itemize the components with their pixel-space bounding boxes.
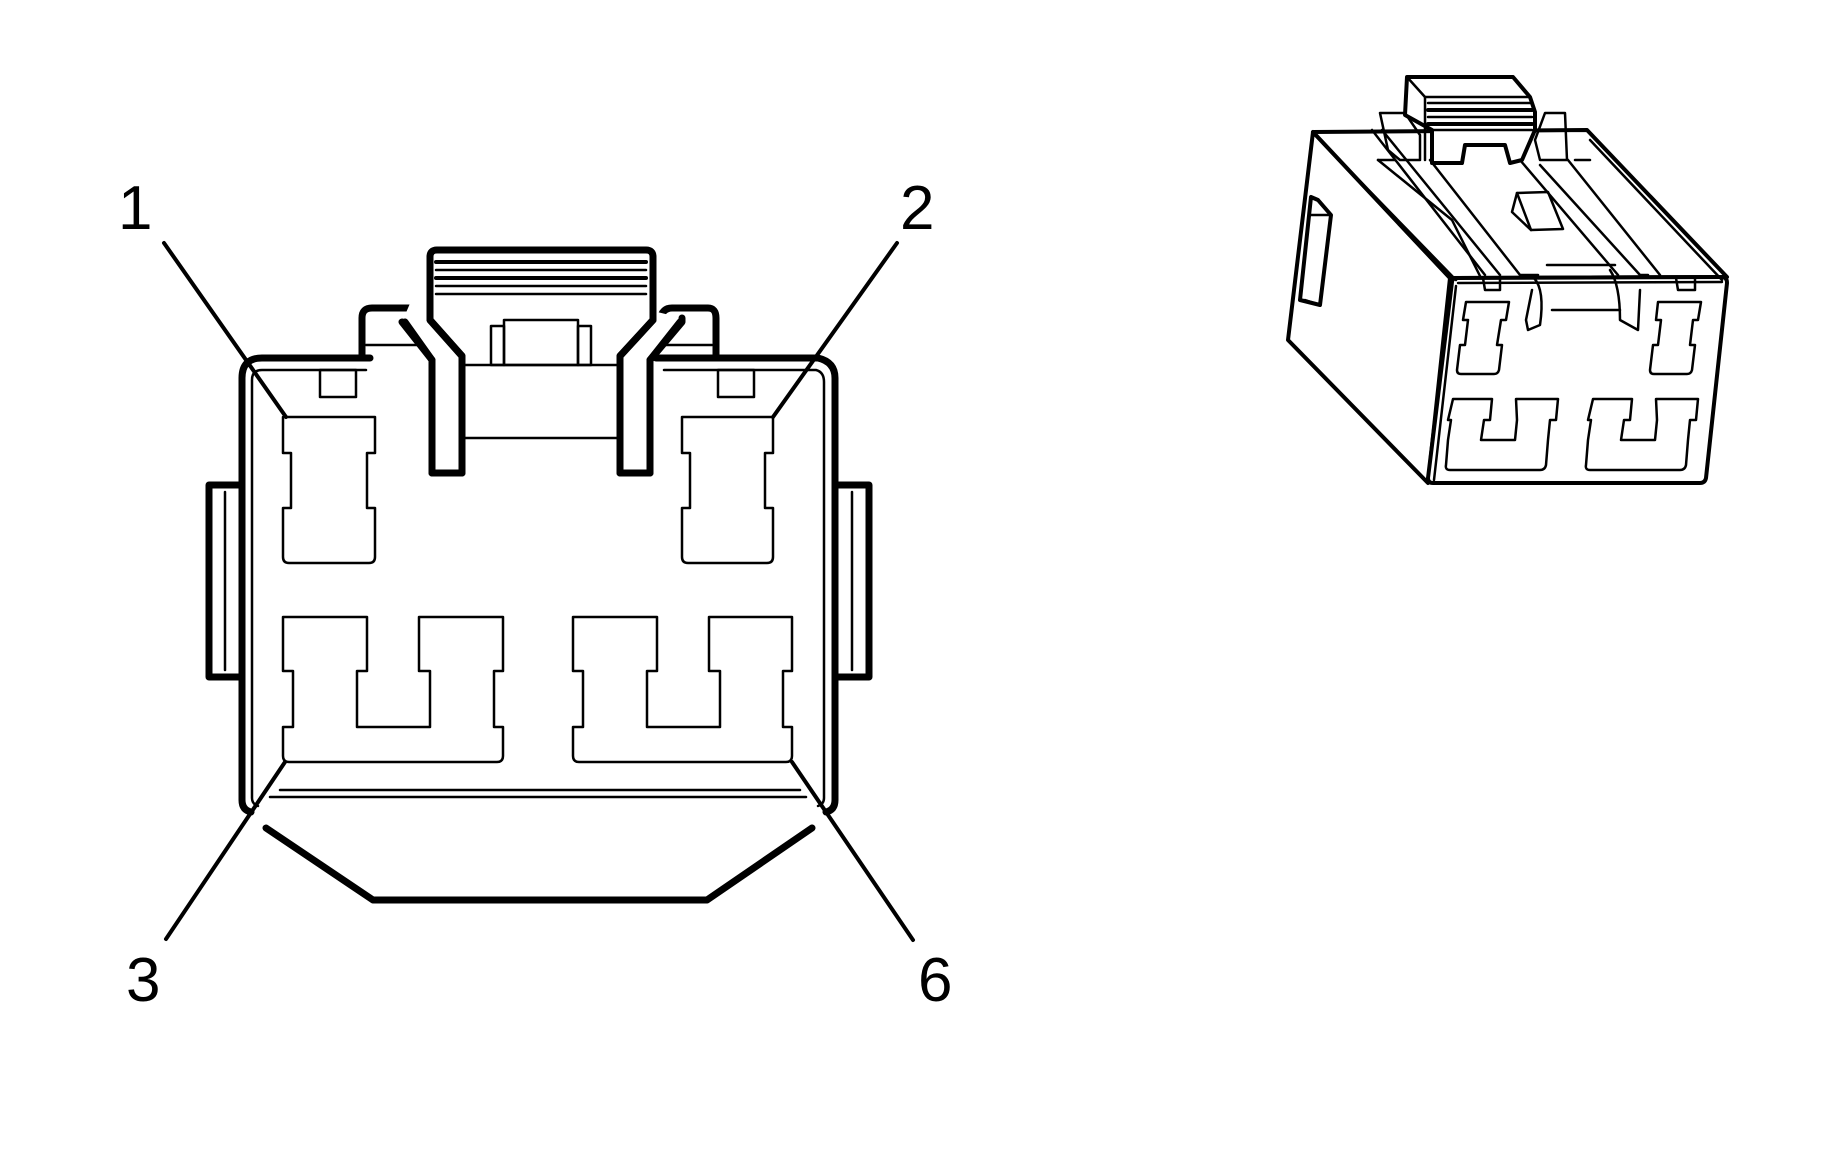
- cavity-label-1: 1: [118, 174, 152, 243]
- iso-side-tab: [1298, 195, 1333, 307]
- cavity-3: [281, 615, 505, 764]
- iso-latch: [1403, 75, 1537, 165]
- iso-cavity-6: [1584, 397, 1700, 472]
- connector-body-outline: [238, 354, 839, 816]
- cavity-2: [680, 415, 775, 565]
- cavity-1: [281, 415, 377, 565]
- iso-cavity-3: [1444, 397, 1560, 472]
- leader-line-3: [164, 760, 287, 941]
- leader-line-2: [771, 241, 899, 419]
- left-side-lock-tab: [205, 481, 246, 681]
- locking-latch: [398, 246, 686, 477]
- cavity-label-3: 3: [126, 946, 160, 1015]
- leader-line-6: [790, 760, 915, 942]
- iso-front-face: [1426, 275, 1729, 485]
- iso-cavity-2: [1648, 300, 1703, 376]
- cavity-label-2: 2: [900, 174, 934, 243]
- leader-line-1: [162, 241, 288, 419]
- cavity-6: [571, 615, 794, 764]
- iso-view-connector: [1286, 75, 1729, 485]
- cavity-label-6: 6: [918, 946, 952, 1015]
- front-view-connector: [205, 246, 873, 904]
- iso-cavity-1: [1455, 300, 1511, 376]
- bottom-skirt: [262, 824, 816, 904]
- right-side-lock-tab: [831, 481, 873, 681]
